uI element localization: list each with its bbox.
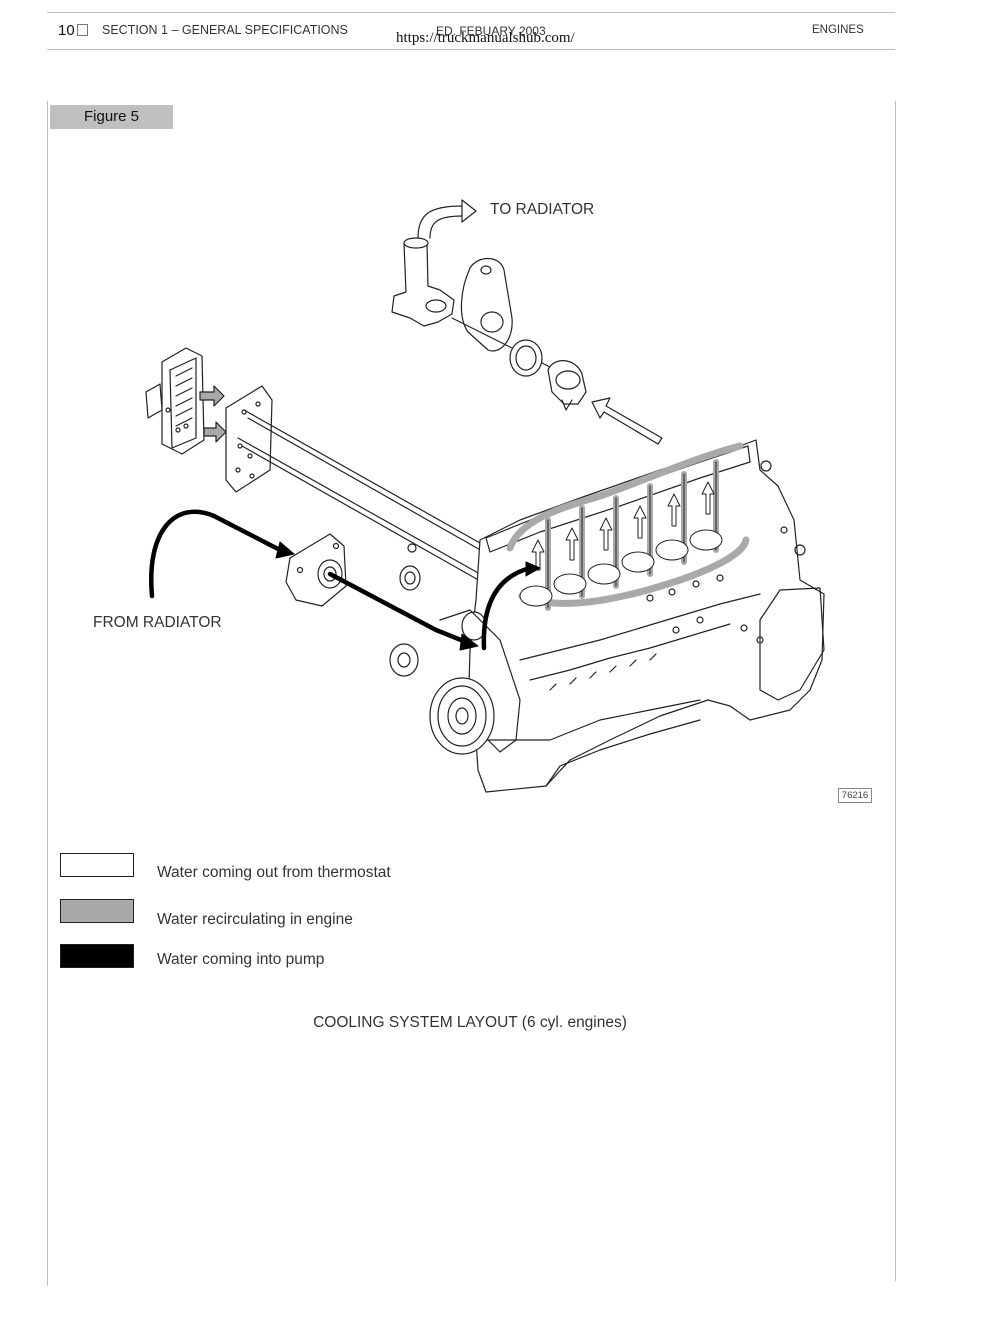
section-title: SECTION 1 – GENERAL SPECIFICATIONS xyxy=(102,23,348,37)
right-frame-rule xyxy=(895,101,896,1281)
legend-text-thermostat: Water coming out from thermostat xyxy=(157,864,391,881)
legend-swatch-pump xyxy=(60,944,134,968)
engine-block xyxy=(389,439,825,793)
from-radiator-label: FROM RADIATOR xyxy=(93,614,222,631)
thermostat-housing xyxy=(391,199,477,327)
legend-swatch-recirculating xyxy=(60,899,134,923)
left-frame-rule xyxy=(47,101,48,1286)
oil-cooler xyxy=(145,347,273,493)
square-marker-icon xyxy=(76,24,88,36)
figure-reference-code: 76216 xyxy=(838,788,872,803)
return-arrow xyxy=(591,397,663,445)
header-top-rule xyxy=(47,12,895,13)
watermark-url[interactable]: https://truckmanualshub.com/ xyxy=(396,30,575,46)
to-radiator-label: TO RADIATOR xyxy=(490,201,595,218)
header-right-title: ENGINES xyxy=(812,24,864,36)
legend-text-recirculating: Water recirculating in engine xyxy=(157,911,353,928)
thermostat-gasket xyxy=(451,257,561,373)
figure-tab: Figure 5 xyxy=(50,105,173,129)
page-number: 10 xyxy=(58,22,88,39)
figure-caption: COOLING SYSTEM LAYOUT (6 cyl. engines) xyxy=(313,1014,627,1031)
legend-text-pump: Water coming into pump xyxy=(157,951,325,968)
edition-date: ED. FEBUARY 2003 xyxy=(436,24,546,38)
thermostat-valve xyxy=(509,339,587,411)
legend-swatch-thermostat xyxy=(60,853,134,877)
header-bottom-rule xyxy=(47,49,895,50)
water-pump xyxy=(285,533,347,607)
